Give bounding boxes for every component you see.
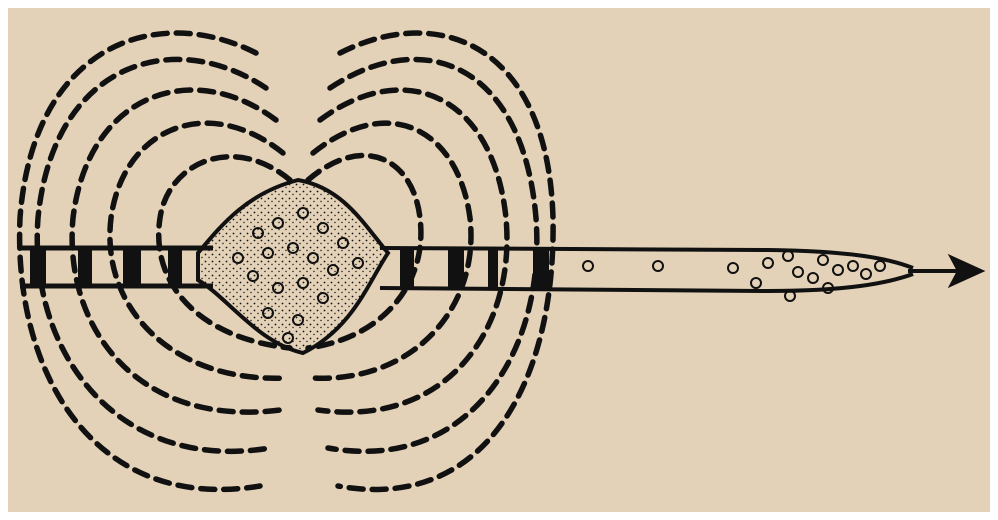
diagram-background (8, 8, 990, 512)
diagram-panel (8, 8, 990, 512)
field-diagram (8, 8, 990, 512)
